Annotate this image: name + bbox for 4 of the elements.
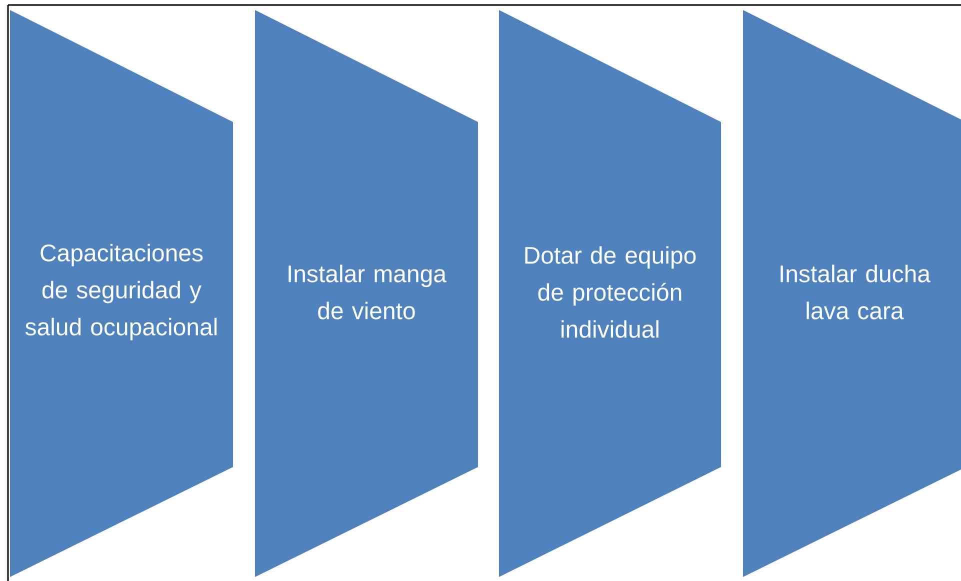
chevron-step: Dotar de equipo de protección individual [499,10,721,577]
chevron-step: Instalar ducha lava cara [743,10,961,577]
chevron-step: Instalar manga de viento [255,10,478,577]
chevron-step: Capacitaciones de seguridad y salud ocupacional [10,10,233,577]
